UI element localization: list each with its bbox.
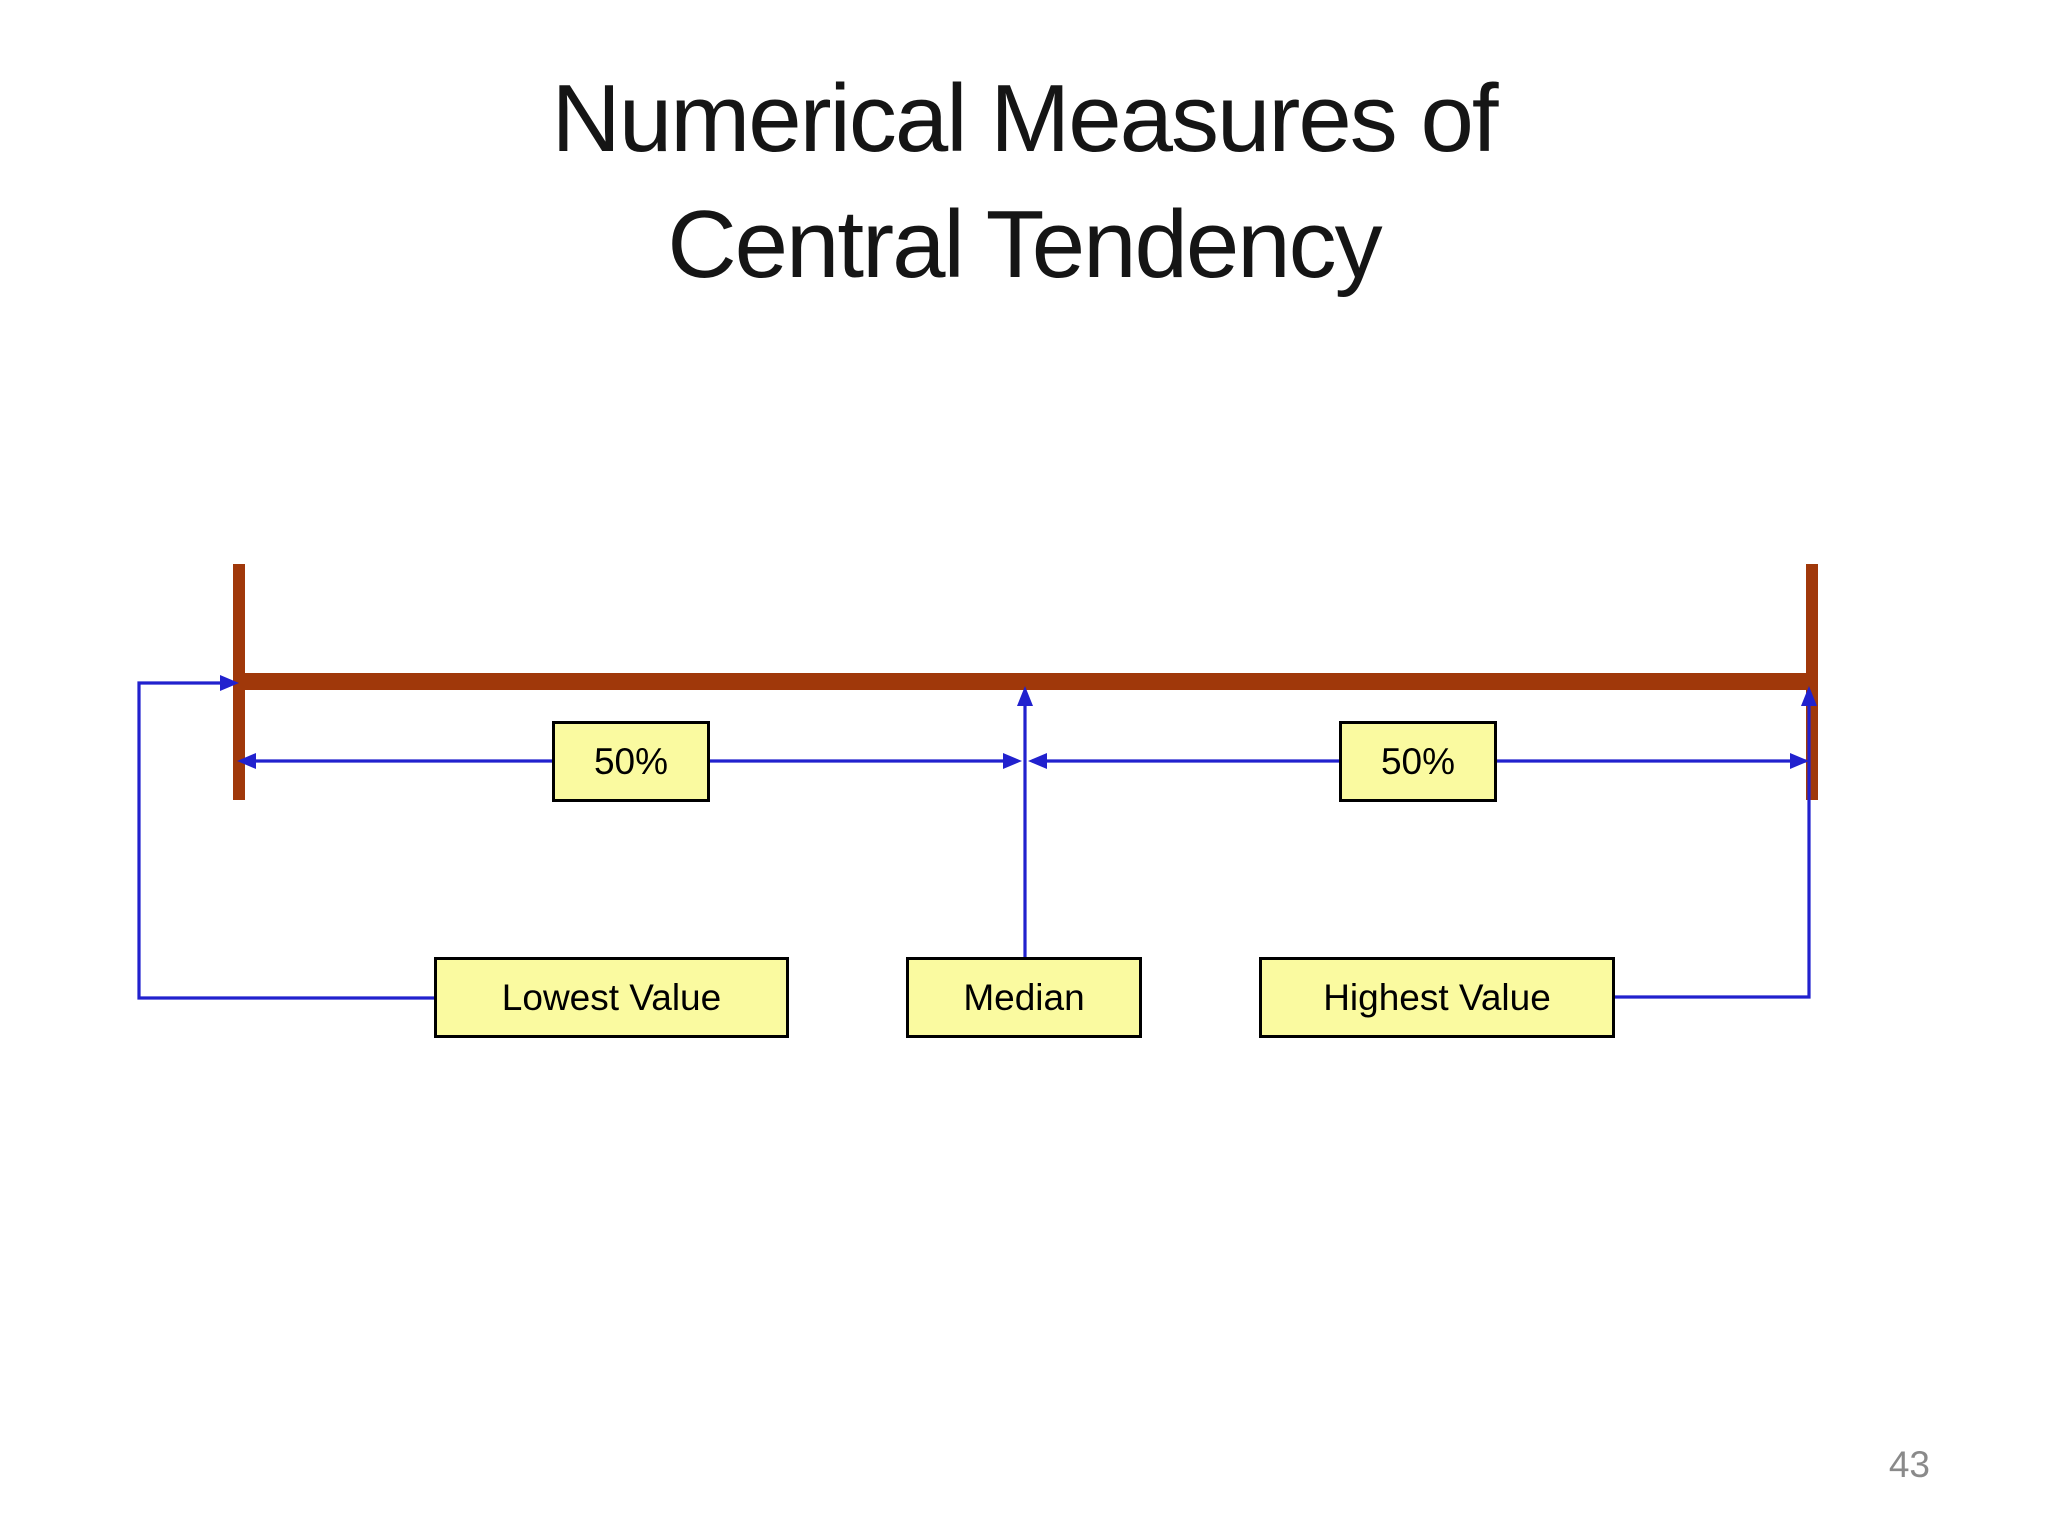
right-50pct-box: 50% xyxy=(1339,721,1497,802)
arrow-left-icon xyxy=(237,753,256,769)
lowest-value-box: Lowest Value xyxy=(434,957,789,1038)
arrow-right-icon xyxy=(220,675,239,691)
range-line xyxy=(233,673,1817,690)
highest-value-connector xyxy=(1615,700,1811,999)
left-50pct-box: 50% xyxy=(552,721,710,802)
arrow-right-icon xyxy=(1790,753,1809,769)
arrow-up-icon xyxy=(1801,686,1817,706)
slide-title: Numerical Measures of Central Tendency xyxy=(0,56,2048,308)
arrow-left-icon xyxy=(1028,753,1047,769)
right-50pct-label: 50% xyxy=(1380,740,1456,782)
median-box: Median xyxy=(906,957,1142,1038)
title-line-1: Numerical Measures of xyxy=(551,65,1499,172)
lowest-value-label: Lowest Value xyxy=(501,976,722,1018)
title-line-2: Central Tendency xyxy=(667,191,1382,298)
median-label: Median xyxy=(963,976,1085,1018)
highest-value-label: Highest Value xyxy=(1323,976,1551,1018)
arrow-up-icon xyxy=(1017,686,1033,706)
page-number: 43 xyxy=(1888,1444,1930,1485)
highest-value-box: Highest Value xyxy=(1259,957,1615,1038)
left-50pct-label: 50% xyxy=(593,740,669,782)
lowest-value-connector xyxy=(137,681,434,1000)
range-left-end-cap xyxy=(233,564,245,800)
arrow-right-icon xyxy=(1003,753,1022,769)
